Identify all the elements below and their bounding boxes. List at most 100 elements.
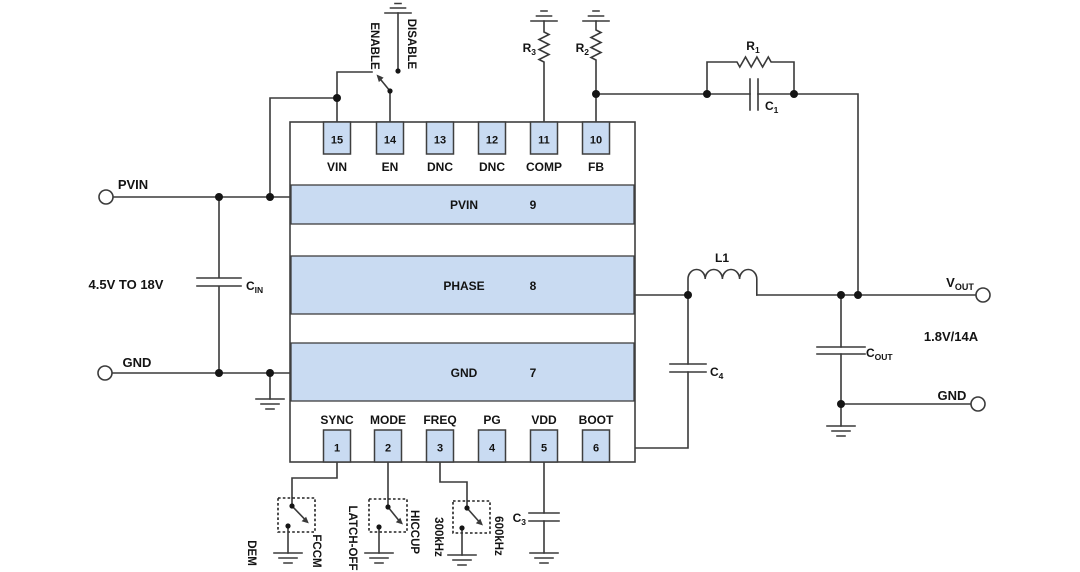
- freq-left-label: 300kHz: [432, 517, 444, 557]
- sync-right-label: FCCM: [310, 534, 322, 567]
- sync-switch-lever: [290, 504, 306, 520]
- gnd-left-terminal-label: GND: [123, 355, 152, 370]
- enable-switch-arrow: [376, 74, 384, 83]
- ground-cout-icon: [826, 425, 856, 437]
- mode-right-label: HICCUP: [408, 510, 420, 554]
- pin-box-11: [529, 121, 559, 155]
- c4-label: C4: [710, 365, 724, 381]
- r1-label: R1: [746, 39, 760, 55]
- switch-contact-dot: [459, 525, 465, 531]
- pin-box-12: [477, 121, 507, 155]
- pin-number-3: 3: [437, 443, 443, 455]
- cin-label: CIN: [246, 279, 263, 295]
- resistor-r3: [537, 20, 551, 123]
- sync-switch-box: [277, 497, 316, 533]
- junction-dot: [266, 193, 274, 201]
- switch-contact-dot: [395, 68, 401, 74]
- gnd-right-terminal-label: GND: [938, 388, 967, 403]
- pin-name-vdd: VDD: [531, 413, 557, 427]
- ic-bar-gnd: [290, 342, 635, 402]
- switch-contact-dot: [464, 505, 470, 511]
- freq-right-label: 600kHz: [492, 516, 504, 556]
- vout-terminal: [975, 287, 991, 303]
- mode-switch-lever: [386, 505, 400, 521]
- bar-phase-label: PHASE: [443, 279, 484, 293]
- resistor-r1: [706, 55, 795, 95]
- input-voltage-range-label: 4.5V TO 18V: [89, 277, 164, 292]
- pin-name-en: EN: [382, 160, 399, 174]
- ground-c3-icon: [529, 552, 559, 564]
- pin-name-mode: MODE: [370, 413, 406, 427]
- junction-dot: [703, 90, 711, 98]
- junction-dot: [592, 90, 600, 98]
- ground-mode-icon: [364, 552, 394, 564]
- disable-label: DISABLE: [405, 19, 417, 70]
- vout-terminal-label: VOUT: [946, 275, 974, 292]
- pin-box-2: [373, 429, 403, 463]
- pin-number-15: 15: [331, 135, 343, 147]
- r3-label: R3: [523, 41, 537, 57]
- ground-disable-icon: [384, 2, 412, 14]
- junction-dot: [837, 291, 845, 299]
- r2-label: R2: [576, 41, 590, 57]
- ground-input-icon: [255, 398, 285, 410]
- pvin-terminal-label: PVIN: [118, 177, 148, 192]
- inductor-l1: [687, 268, 758, 296]
- wire-freq-switch: [439, 461, 468, 509]
- cout-label: COUT: [866, 346, 893, 362]
- capacitor-c1: [749, 78, 759, 111]
- pin-number-6: 6: [593, 443, 599, 455]
- pin-name-sync: SYNC: [320, 413, 354, 427]
- mode-switch-box: [368, 498, 408, 533]
- enable-label: ENABLE: [368, 22, 380, 70]
- ic-bar-phase: [290, 255, 635, 315]
- wire-sync-switch: [291, 461, 338, 507]
- c3-label: C3: [513, 511, 527, 527]
- pvin-terminal: [98, 189, 114, 205]
- switch-contact-dot: [385, 504, 391, 510]
- pin-box-5: [529, 429, 559, 463]
- resistor-r2: [589, 20, 603, 123]
- pin-name-freq: FREQ: [423, 413, 456, 427]
- bar-gnd-label: GND: [451, 366, 478, 380]
- capacitor-cout: [816, 346, 866, 355]
- capacitor-cin: [196, 196, 242, 374]
- pin-number-5: 5: [541, 443, 547, 455]
- pin-box-15: [322, 121, 352, 155]
- pin-name-boot: BOOT: [579, 413, 614, 427]
- output-rating-label: 1.8V/14A: [924, 329, 979, 344]
- pin-name-vin: VIN: [327, 160, 347, 174]
- pin-number-2: 2: [385, 443, 391, 455]
- pin-box-1: [322, 429, 352, 463]
- wire-c4-boot: [609, 294, 689, 449]
- pin-box-4: [477, 429, 507, 463]
- pin-number-1: 1: [334, 443, 340, 455]
- switch-contact-dot: [376, 524, 382, 530]
- ic-bar-pvin: [290, 184, 635, 225]
- freq-switch-arrow: [475, 518, 483, 526]
- freq-switch-lever: [465, 506, 480, 522]
- pin-name-pg: PG: [483, 413, 500, 427]
- pin-box-6: [581, 429, 611, 463]
- junction-dot: [854, 291, 862, 299]
- junction-dot: [266, 369, 274, 377]
- junction-dot: [215, 369, 223, 377]
- bar-pvin-pin: 9: [530, 198, 537, 212]
- ground-sync-icon: [273, 552, 303, 564]
- junction-dot: [215, 193, 223, 201]
- wire-gnd-rail: [111, 372, 291, 400]
- junction-dot: [837, 400, 845, 408]
- pin-name-dnc1: DNC: [427, 160, 453, 174]
- bar-gnd-pin: 7: [530, 366, 537, 380]
- pin-name-dnc2: DNC: [479, 160, 505, 174]
- bar-pvin-label: PVIN: [450, 198, 478, 212]
- gnd-right-terminal: [970, 396, 986, 412]
- pin-number-12: 12: [486, 135, 498, 147]
- pin-number-10: 10: [590, 135, 602, 147]
- junction-dot: [790, 90, 798, 98]
- freq-switch-box: [452, 500, 491, 534]
- junction-dot: [333, 94, 341, 102]
- switch-contact-dot: [285, 523, 291, 529]
- pin-box-3: [425, 429, 455, 463]
- pin-name-fb: FB: [588, 160, 604, 174]
